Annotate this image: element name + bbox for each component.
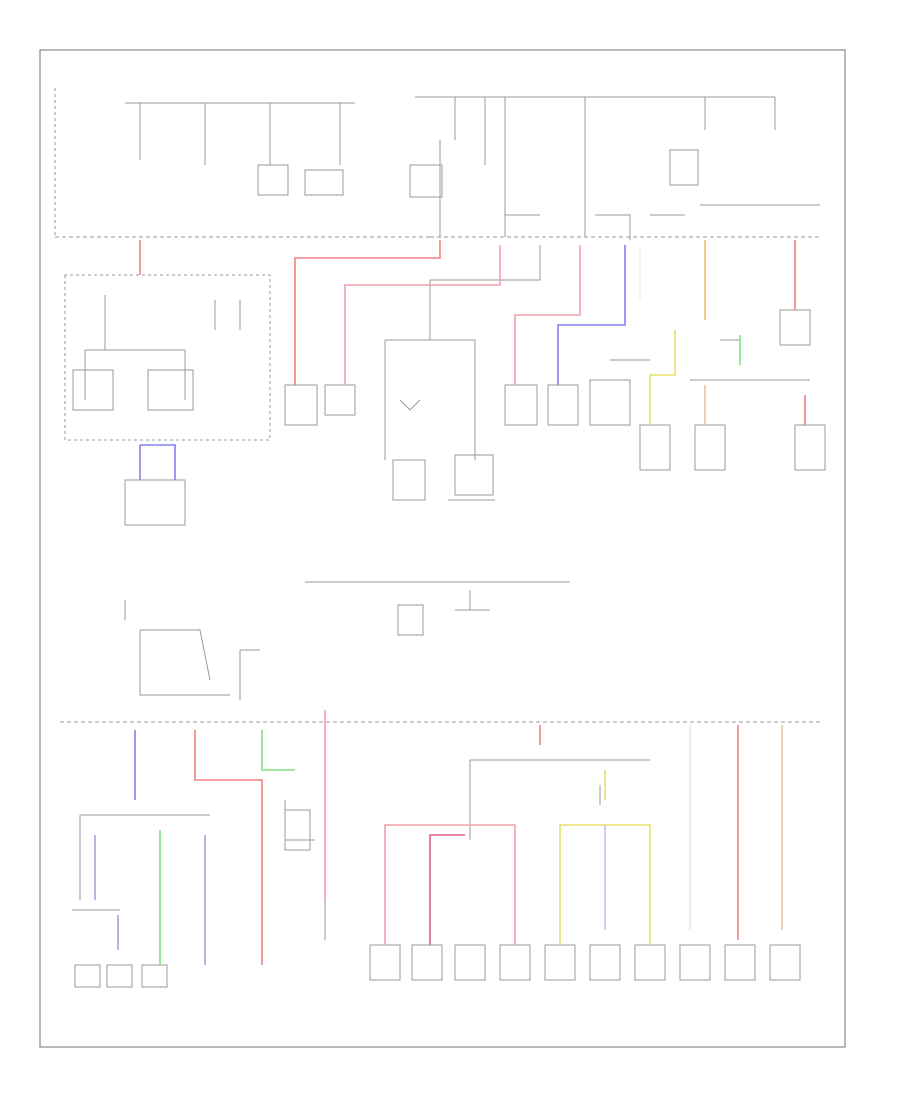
wire-green-lower-2 — [261, 730, 295, 771]
wire-pink-headlight — [344, 245, 501, 385]
diagram-frame — [39, 49, 846, 1048]
wire-yellow-upper — [649, 330, 676, 425]
upper-gray-wiring — [54, 88, 826, 526]
wire-blue-relay — [140, 444, 176, 480]
wire-red-lower-2 — [429, 834, 465, 945]
wire-pink-right — [514, 245, 581, 385]
upper-colored-wiring — [139, 240, 806, 480]
lower-gray-wiring — [60, 581, 820, 988]
wire-pink-lower-1 — [384, 824, 516, 945]
wire-red-lower-left — [194, 730, 263, 965]
wire-red-main — [294, 240, 441, 385]
lower-colored-wiring — [94, 710, 783, 965]
wire-blue-upper — [557, 245, 626, 385]
